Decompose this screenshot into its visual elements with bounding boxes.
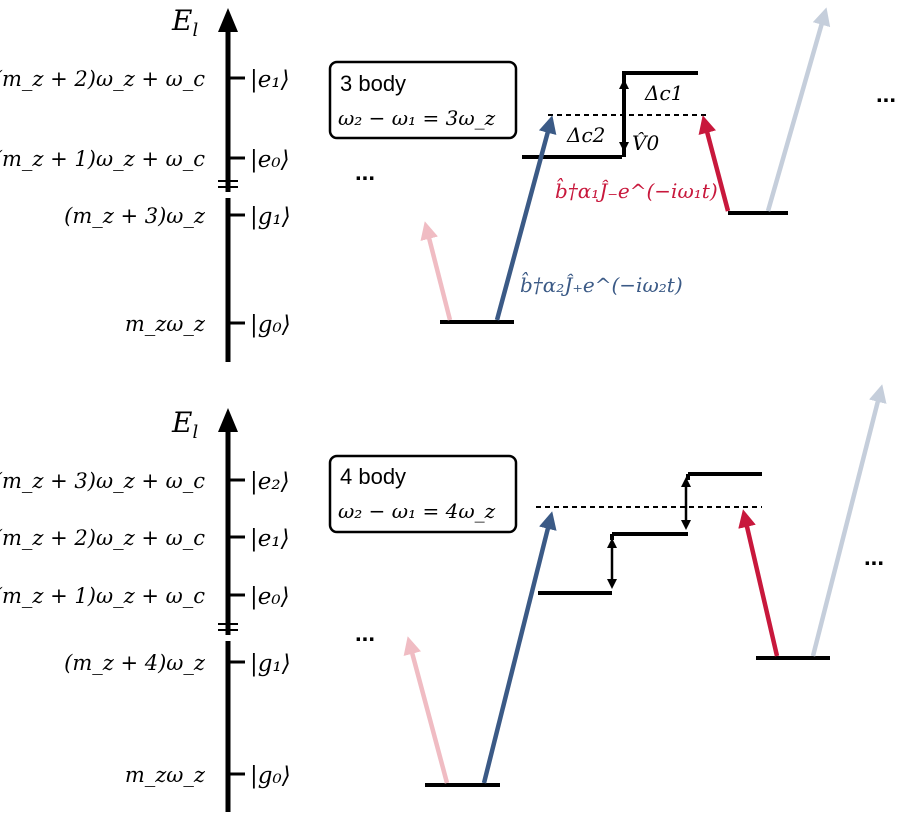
- energy-label-g0-top: m_zω_z: [125, 312, 206, 336]
- energy-label-e0-bottom: (m_z + 1)ω_z + ω_c: [0, 584, 205, 608]
- red-transition-arrow-top: [698, 115, 731, 212]
- energy-label-e0-top: (m_z + 1)ω_z + ω_c: [0, 147, 205, 171]
- energy-axis-arrowhead-top: [218, 8, 238, 32]
- red-transition-arrow-bottom: [738, 509, 780, 657]
- state-label-e2-bottom: |e₂⟩: [250, 469, 290, 495]
- ellipsis-left-top: ...: [355, 159, 375, 186]
- blue-coupling-label: b̂†α₂Ĵ₊e^(−iω₂t): [520, 271, 683, 297]
- ellipsis-right-bottom: ...: [864, 544, 884, 571]
- box-condition-top: ω₂ − ω₁ = 3ω_z: [338, 106, 496, 130]
- pink-transition-arrow-top: [420, 221, 453, 321]
- pink-transition-arrow-bottom: [403, 636, 450, 784]
- energy-label-e1-bottom: (m_z + 2)ω_z + ω_c: [0, 526, 205, 550]
- energy-label-g0-bottom: m_zω_z: [125, 763, 206, 787]
- box-title-top: 3 body: [340, 71, 406, 96]
- axis-gap-top: [222, 192, 234, 198]
- box-title-bottom: 4 body: [340, 464, 406, 489]
- state-label-g1-bottom: |g₁⟩: [250, 651, 291, 677]
- light-blue-transition-arrow-top: [765, 7, 831, 212]
- axis-label-E-top: El: [171, 4, 198, 41]
- axis-label-E-bottom: El: [171, 406, 198, 443]
- panel-top: El (m_z + 2)ω_z + ω_c (m_z + 1)ω_z + ω_c…: [0, 4, 896, 362]
- state-label-e0-bottom: |e₀⟩: [250, 584, 290, 610]
- v0-label: V̂0: [632, 131, 659, 155]
- state-label-e1-top: |e₁⟩: [250, 67, 290, 93]
- delta-c2-label: Δc2: [566, 123, 605, 147]
- energy-label-g1-bottom: (m_z + 4)ω_z: [64, 651, 206, 675]
- state-label-g0-top: |g₀⟩: [250, 312, 291, 338]
- state-label-e1-bottom: |e₁⟩: [250, 526, 290, 552]
- energy-label-g1-top: (m_z + 3)ω_z: [64, 204, 206, 228]
- state-label-g1-top: |g₁⟩: [250, 204, 291, 230]
- energy-axis-arrowhead-bottom: [218, 408, 238, 432]
- ellipsis-left-bottom: ...: [355, 620, 375, 647]
- blue-transition-arrow-top: [494, 115, 557, 321]
- ellipsis-right-top: ...: [876, 81, 896, 108]
- red-coupling-label: b̂†α₁Ĵ₋e^(−iω₁t): [555, 177, 718, 203]
- state-label-g0-bottom: |g₀⟩: [250, 763, 291, 789]
- panel-bottom: El (m_z + 3)ω_z + ω_c (m_z + 2)ω_z + ω_c…: [0, 384, 887, 812]
- info-box-bottom: [328, 454, 518, 534]
- delta-c1-label: Δc1: [644, 81, 683, 105]
- box-condition-bottom: ω₂ − ω₁ = 4ω_z: [338, 499, 496, 523]
- axis-gap-bottom: [222, 635, 234, 641]
- info-box-top: [328, 60, 518, 140]
- state-label-e0-top: |e₀⟩: [250, 147, 290, 173]
- blue-transition-arrow-bottom: [481, 511, 557, 784]
- energy-label-e2-bottom: (m_z + 3)ω_z + ω_c: [0, 469, 205, 493]
- energy-label-e1-top: (m_z + 2)ω_z + ω_c: [0, 67, 205, 91]
- light-blue-transition-arrow-bottom: [810, 384, 887, 657]
